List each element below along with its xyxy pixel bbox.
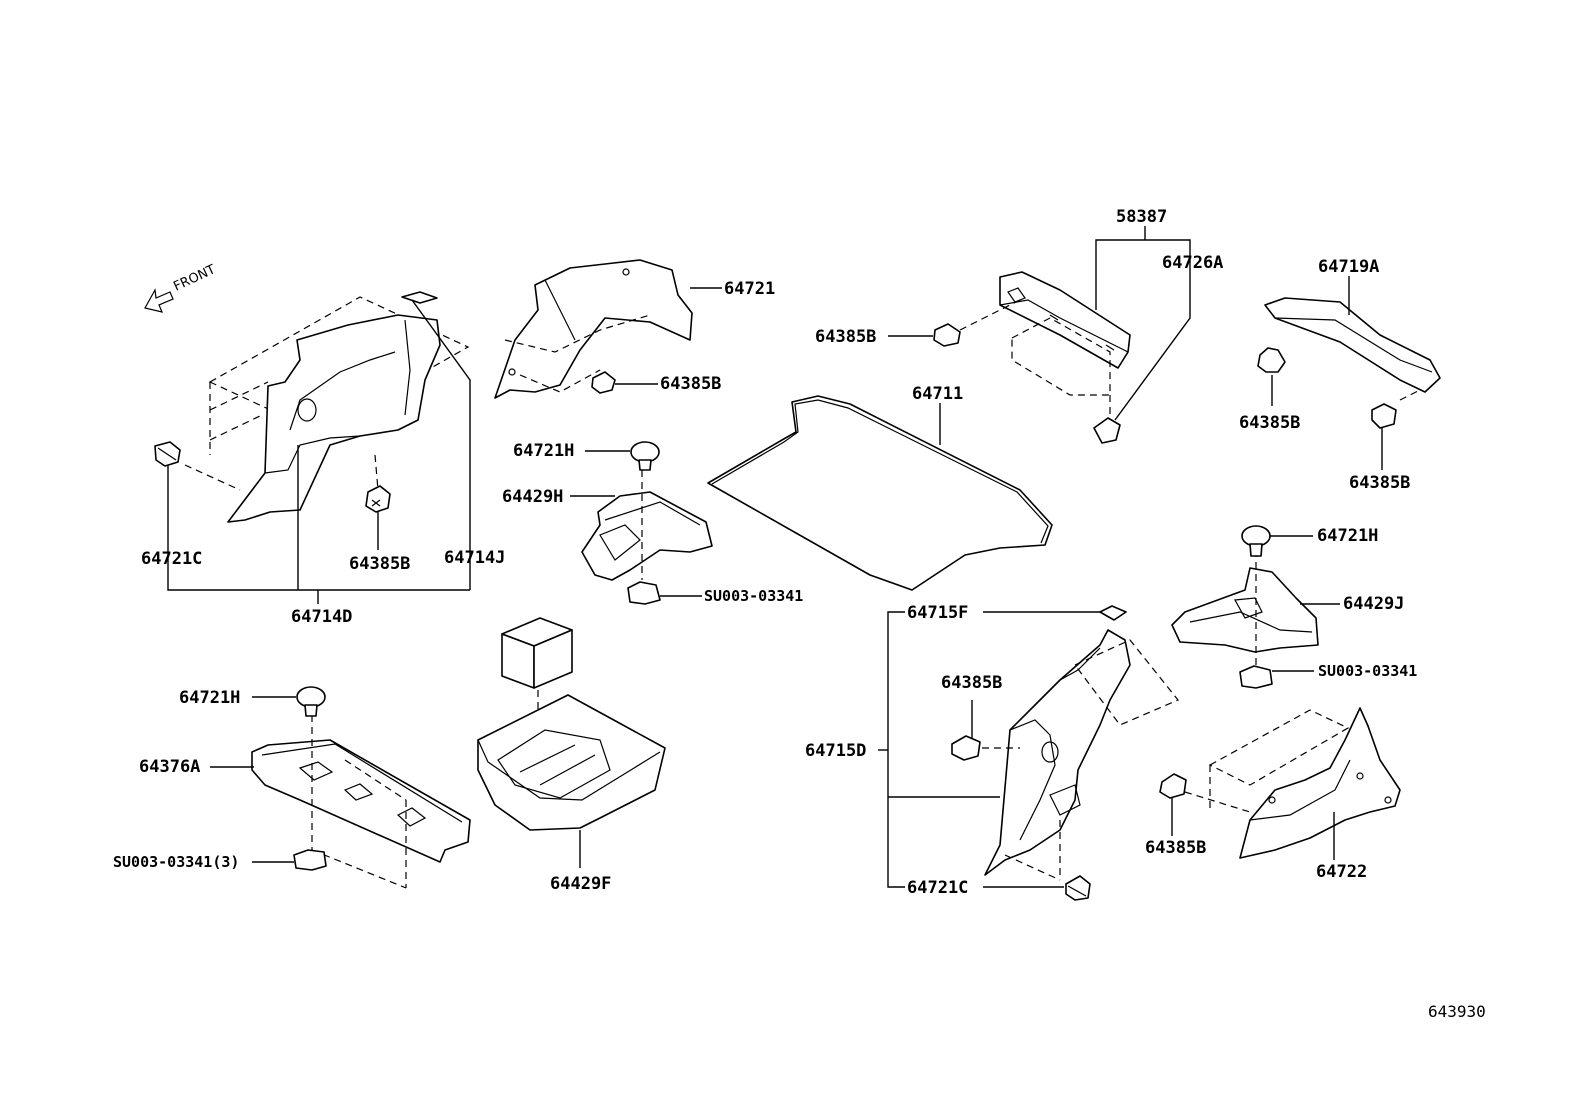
callout-64376A: 64376A (139, 757, 200, 777)
quarter-trim-panel-left[interactable] (184, 291, 470, 523)
clip-64385B-wheel[interactable] (591, 371, 616, 394)
clip-64721C-left[interactable] (154, 441, 181, 467)
callout-64385B-rlow: 64385B (1145, 838, 1206, 858)
callout-58387: 58387 (1116, 207, 1167, 227)
front-arrow-icon: FRONT (144, 262, 218, 313)
back-panel-trim[interactable] (999, 271, 1131, 396)
clip-64385B-rmid[interactable] (951, 735, 981, 761)
callout-SU003-low: SU003-03341(3) (113, 853, 239, 871)
callout-64721H-low: 64721H (179, 688, 240, 708)
callout-64721H-mid: 64721H (513, 441, 574, 461)
callout-64721H-right: 64721H (1317, 526, 1378, 546)
front-label: FRONT (171, 262, 218, 294)
callout-64714D: 64714D (291, 607, 352, 627)
clip-64721H-mid[interactable] (630, 441, 660, 471)
clip-64721H-low[interactable] (296, 686, 326, 717)
callout-64711: 64711 (912, 384, 963, 404)
quarter-trim-panel-right[interactable] (984, 605, 1179, 881)
clip-SU003-mid[interactable] (627, 581, 661, 605)
clip-SU003-low[interactable] (293, 849, 327, 871)
clip-64726A[interactable] (1093, 417, 1121, 444)
clip-64721H-right[interactable] (1241, 525, 1271, 557)
callout-SU003-right: SU003-03341 (1318, 662, 1417, 680)
clip-64385B-r1[interactable] (1257, 347, 1286, 373)
wheel-house-liner-right[interactable] (1184, 707, 1401, 859)
deck-floor-board[interactable] (707, 395, 1053, 591)
callout-SU003-mid: SU003-03341 (704, 587, 803, 605)
callout-64385B-wheel: 64385B (660, 374, 721, 394)
clip-SU003-right[interactable] (1239, 665, 1273, 689)
callout-64385B-left: 64385B (349, 554, 410, 574)
diagram-code: 643930 (1428, 1002, 1486, 1021)
tray-64429H[interactable] (581, 470, 713, 581)
callout-64721: 64721 (724, 279, 775, 299)
clip-64385B-r2[interactable] (1371, 403, 1397, 429)
clip-64721C-right[interactable] (1065, 875, 1091, 901)
callout-64721C-left: 64721C (141, 549, 202, 569)
callout-64385B-r1: 64385B (1239, 413, 1300, 433)
callout-64719A: 64719A (1318, 257, 1379, 277)
clip-64385B-left[interactable] (365, 485, 391, 513)
tray-64376A[interactable] (251, 715, 471, 889)
callout-64715F: 64715F (907, 603, 968, 623)
rear-shelf-trim[interactable] (1264, 297, 1441, 393)
callout-64714J: 64714J (444, 548, 505, 568)
wheel-house-liner[interactable] (494, 259, 693, 399)
clip-64385B-top[interactable] (933, 323, 961, 347)
callout-64385B-top: 64385B (815, 327, 876, 347)
clip-64385B-rlow[interactable] (1159, 773, 1187, 799)
callout-64429H: 64429H (502, 487, 563, 507)
storage-block[interactable] (501, 617, 573, 689)
callout-64715D: 64715D (805, 741, 866, 761)
callout-64722: 64722 (1316, 862, 1367, 882)
callout-64429F: 64429F (550, 874, 611, 894)
callout-64721C-right: 64721C (907, 878, 968, 898)
spare-tire-tray[interactable] (477, 694, 666, 831)
callout-64385B-r2: 64385B (1349, 473, 1410, 493)
tray-64429J[interactable] (1171, 550, 1319, 670)
callout-64385B-rmid: 64385B (941, 673, 1002, 693)
callout-64726A: 64726A (1162, 253, 1223, 273)
callout-64429J: 64429J (1343, 594, 1404, 614)
